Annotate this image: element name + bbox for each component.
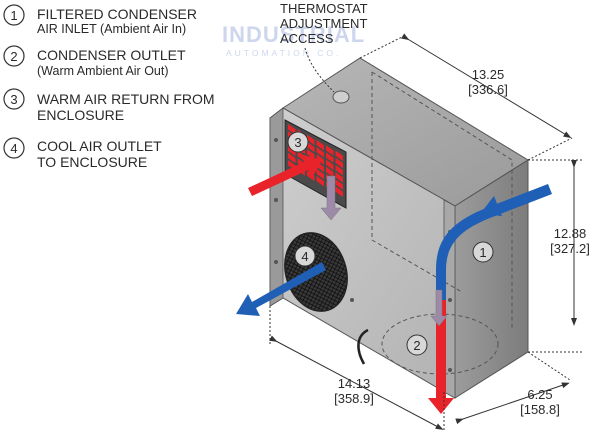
warm-air-return-arrow — [248, 154, 322, 196]
grille-cell — [316, 175, 324, 187]
grille-cell — [335, 164, 343, 176]
grille-cell — [307, 141, 315, 153]
width-dimension-line — [269, 335, 444, 430]
svg-text:2: 2 — [413, 338, 420, 353]
height-mm: [327.2] — [550, 241, 590, 256]
legend-item-4-subtitle: TO ENCLOSURE — [37, 154, 147, 170]
svg-text:1: 1 — [479, 245, 486, 260]
grille-cell — [335, 186, 343, 197]
grille-cell — [326, 152, 334, 163]
grille-cell — [326, 145, 334, 156]
callout-line-2: ADJUSTMENT — [280, 16, 367, 31]
grille-cell — [326, 166, 334, 178]
grille-cell — [288, 152, 296, 164]
width-inches: 14.13 — [338, 376, 371, 391]
svg-text:4: 4 — [10, 141, 17, 156]
legend-item-3-title: WARM AIR RETURN FROM — [37, 91, 215, 107]
marker-1: 1 — [472, 241, 494, 263]
legend-item-2: 2 CONDENSER OUTLET (Warm Ambient Air Out… — [3, 45, 186, 78]
grille-cell — [307, 134, 315, 146]
thermostat-callout: THERMOSTAT ADJUSTMENT ACCESS — [280, 1, 368, 93]
legend-item-1: 1 FILTERED CONDENSER AIR INLET (Ambient … — [3, 4, 197, 36]
marker-2: 2 — [406, 334, 428, 356]
dimensions — [269, 33, 582, 432]
legend-item-2-title: CONDENSER OUTLET — [37, 47, 186, 63]
grille-cell — [335, 157, 343, 169]
legend-item-4-title: COOL AIR OUTLET — [37, 138, 162, 154]
legend-item-3-subtitle: ENCLOSURE — [37, 107, 124, 123]
marker-4: 4 — [294, 245, 316, 267]
callout-leader — [304, 47, 335, 93]
svg-text:3: 3 — [10, 92, 17, 107]
grille-cell — [307, 149, 315, 160]
callout-line-3: ACCESS — [280, 31, 334, 46]
watermark-logo: INDUSTRIAL AUTOMATION CO. — [222, 22, 365, 58]
flange-dimension-line — [455, 382, 570, 425]
svg-text:1: 1 — [10, 8, 17, 23]
grille-cell — [316, 147, 324, 158]
legend-item-4: 4 COOL AIR OUTLET TO ENCLOSURE — [3, 137, 162, 170]
condenser-internal-arrow — [430, 289, 448, 327]
flange-mm: [158.8] — [520, 402, 560, 417]
depth-mm: [336.6] — [468, 82, 508, 97]
watermark-tagline: AUTOMATION CO. — [226, 48, 341, 58]
legend-item-2-subtitle: (Warm Ambient Air Out) — [37, 64, 169, 78]
depth-inches: 13.25 — [472, 67, 505, 82]
grille-cell — [326, 159, 334, 171]
width-mm: [358.9] — [334, 391, 374, 406]
grille-cell — [307, 170, 315, 182]
callout-line-1: THERMOSTAT — [280, 1, 368, 16]
svg-text:4: 4 — [301, 249, 308, 264]
grille-cell — [335, 172, 343, 183]
depth-dimension-line — [401, 33, 572, 139]
thermostat-access-hole — [332, 90, 350, 104]
height-inches: 12.88 — [554, 226, 587, 241]
dimension-labels: 13.25 [336.6] 12.88 [327.2] 14.13 [358.9… — [334, 67, 590, 417]
svg-text:2: 2 — [10, 49, 17, 64]
flange-inches: 6.25 — [527, 387, 552, 402]
legend-item-1-subtitle: AIR INLET (Ambient Air In) — [37, 22, 186, 36]
cool-air-outlet-arrow — [236, 262, 326, 316]
internal-flow-arrow — [320, 175, 342, 221]
grille-cell — [288, 124, 296, 135]
grille-cell — [335, 179, 343, 190]
mounting-flange-left — [269, 107, 284, 307]
legend-item-1-title: FILTERED CONDENSER — [37, 6, 197, 22]
legend: 1 FILTERED CONDENSER AIR INLET (Ambient … — [3, 4, 215, 170]
legend-item-3: 3 WARM AIR RETURN FROM ENCLOSURE — [3, 88, 215, 123]
watermark-brand: INDUSTRIAL — [222, 22, 365, 47]
grille-cell — [335, 150, 343, 161]
grille-cell — [316, 168, 324, 180]
svg-text:3: 3 — [294, 135, 301, 150]
marker-3: 3 — [287, 131, 309, 153]
inner-outline-side — [371, 72, 463, 293]
condenser-inlet-arrowhead — [480, 196, 502, 216]
grille-cell — [316, 139, 324, 151]
ac-unit — [269, 57, 529, 399]
